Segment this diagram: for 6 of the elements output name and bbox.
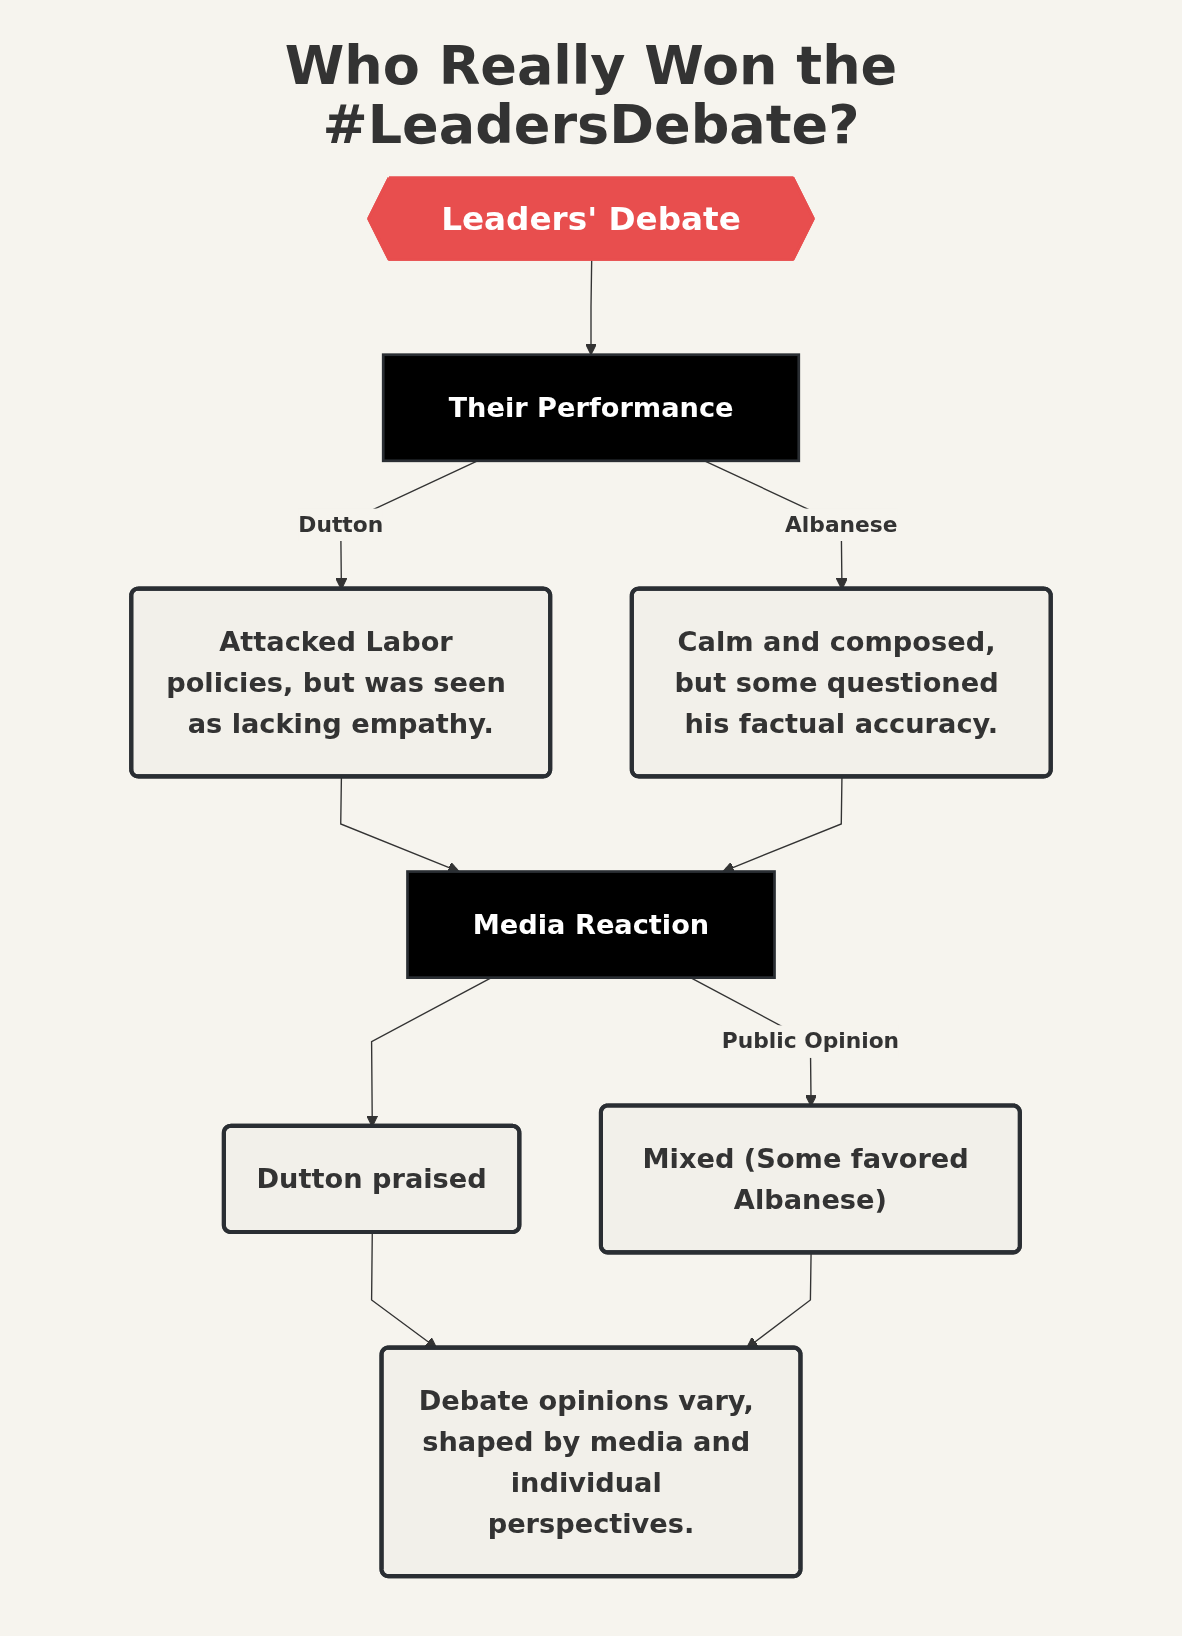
- edge-label: Dutton: [298, 510, 384, 537]
- node-box: Their Performance: [381, 353, 801, 462]
- node-box: Media Reaction: [406, 870, 776, 979]
- edge-label: Albanese: [785, 510, 898, 537]
- edge-label: Public Opinion: [721, 1027, 900, 1054]
- diagram-title: Who Really Won the #LeadersDebate?: [283, 36, 899, 155]
